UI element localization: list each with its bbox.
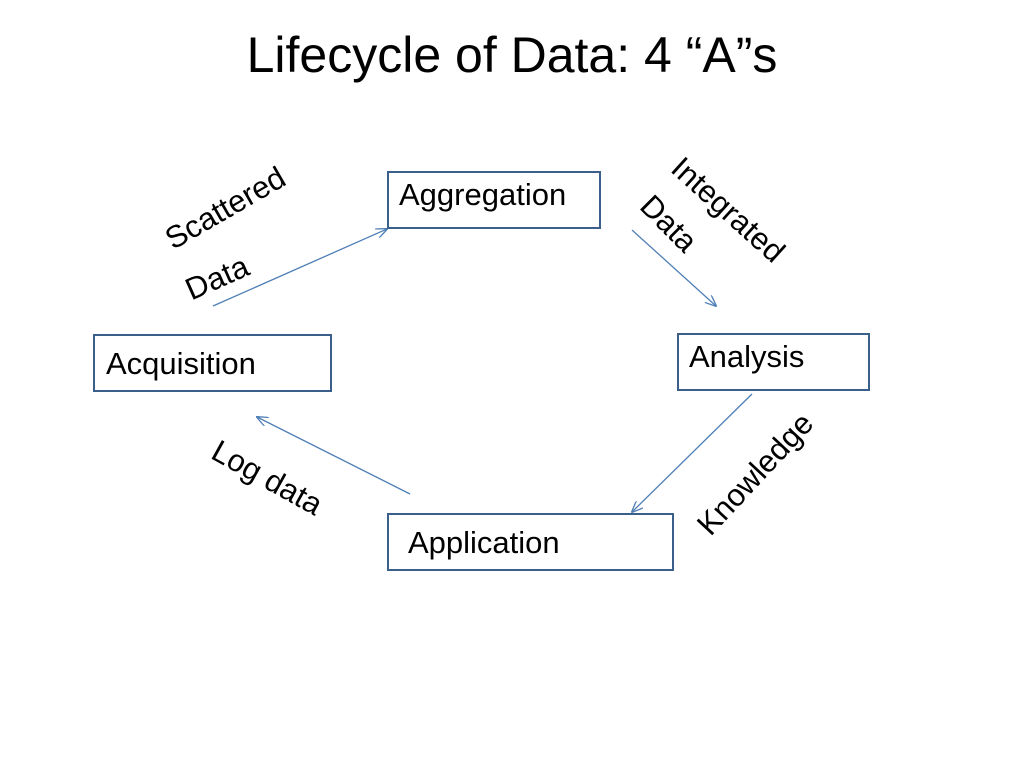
arrow-acquisition-to-aggregation (212, 229, 387, 307)
arrow-aggregation-to-analysis (631, 229, 716, 306)
node-acquisition: Acquisition (93, 334, 332, 392)
arrow-analysis-to-application (632, 393, 753, 512)
node-application: Application (387, 513, 674, 571)
node-aggregation: Aggregation (387, 171, 601, 229)
node-analysis: Analysis (677, 333, 870, 391)
arrow-application-to-acquisition (257, 417, 411, 495)
page-title: Lifecycle of Data: 4 “A”s (246, 27, 778, 83)
